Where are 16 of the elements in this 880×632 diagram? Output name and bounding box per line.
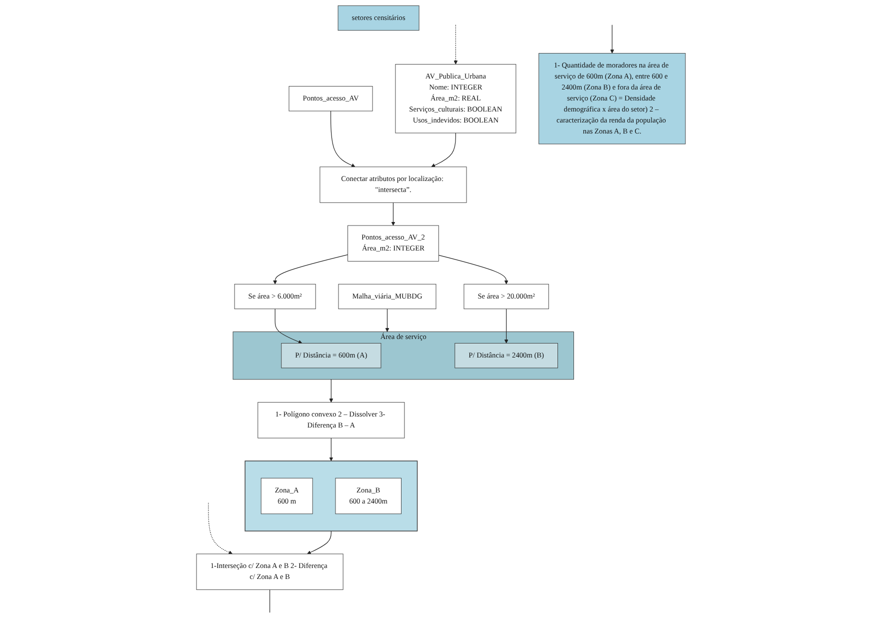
arrow [504, 308, 508, 344]
arrow [385, 308, 390, 332]
connector [269, 589, 270, 613]
arrow [431, 132, 456, 168]
arrow [454, 24, 458, 64]
arrow [329, 379, 334, 403]
arrow [274, 308, 302, 344]
arrow [306, 530, 332, 554]
cluster [244, 460, 418, 532]
arrow [330, 110, 356, 168]
arrow [273, 254, 348, 284]
arrow [208, 502, 233, 554]
arrow [438, 254, 508, 284]
arrow [329, 438, 334, 462]
arrow [610, 24, 614, 54]
arrow [391, 202, 396, 226]
